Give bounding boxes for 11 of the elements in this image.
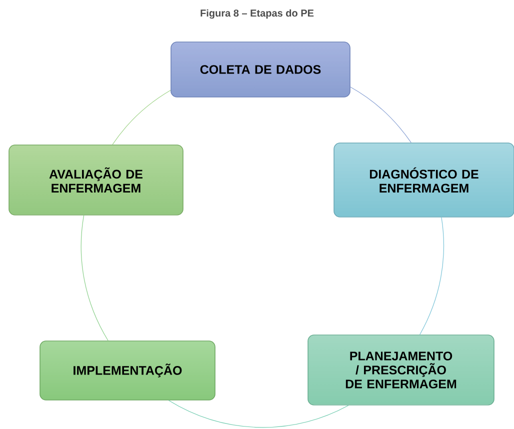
figure-title: Figura 8 – Etapas do PE xyxy=(200,9,314,19)
step-box: IMPLEMENTAÇÃO xyxy=(40,340,216,400)
step-box: COLETA DE DADOS xyxy=(170,42,350,98)
step-box: PLANEJAMENTO / PRESCRIÇÃO DE ENFERMAGEM xyxy=(308,334,494,406)
cycle-arc xyxy=(420,217,444,335)
cycle-arc xyxy=(112,90,171,145)
cycle-arc xyxy=(168,400,349,428)
cycle-arc xyxy=(80,215,108,341)
step-box: AVALIAÇÃO DE ENFERMAGEM xyxy=(8,144,184,216)
step-box: DIAGNÓSTICO DE ENFERMAGEM xyxy=(334,142,514,218)
cycle-arc xyxy=(350,86,412,143)
